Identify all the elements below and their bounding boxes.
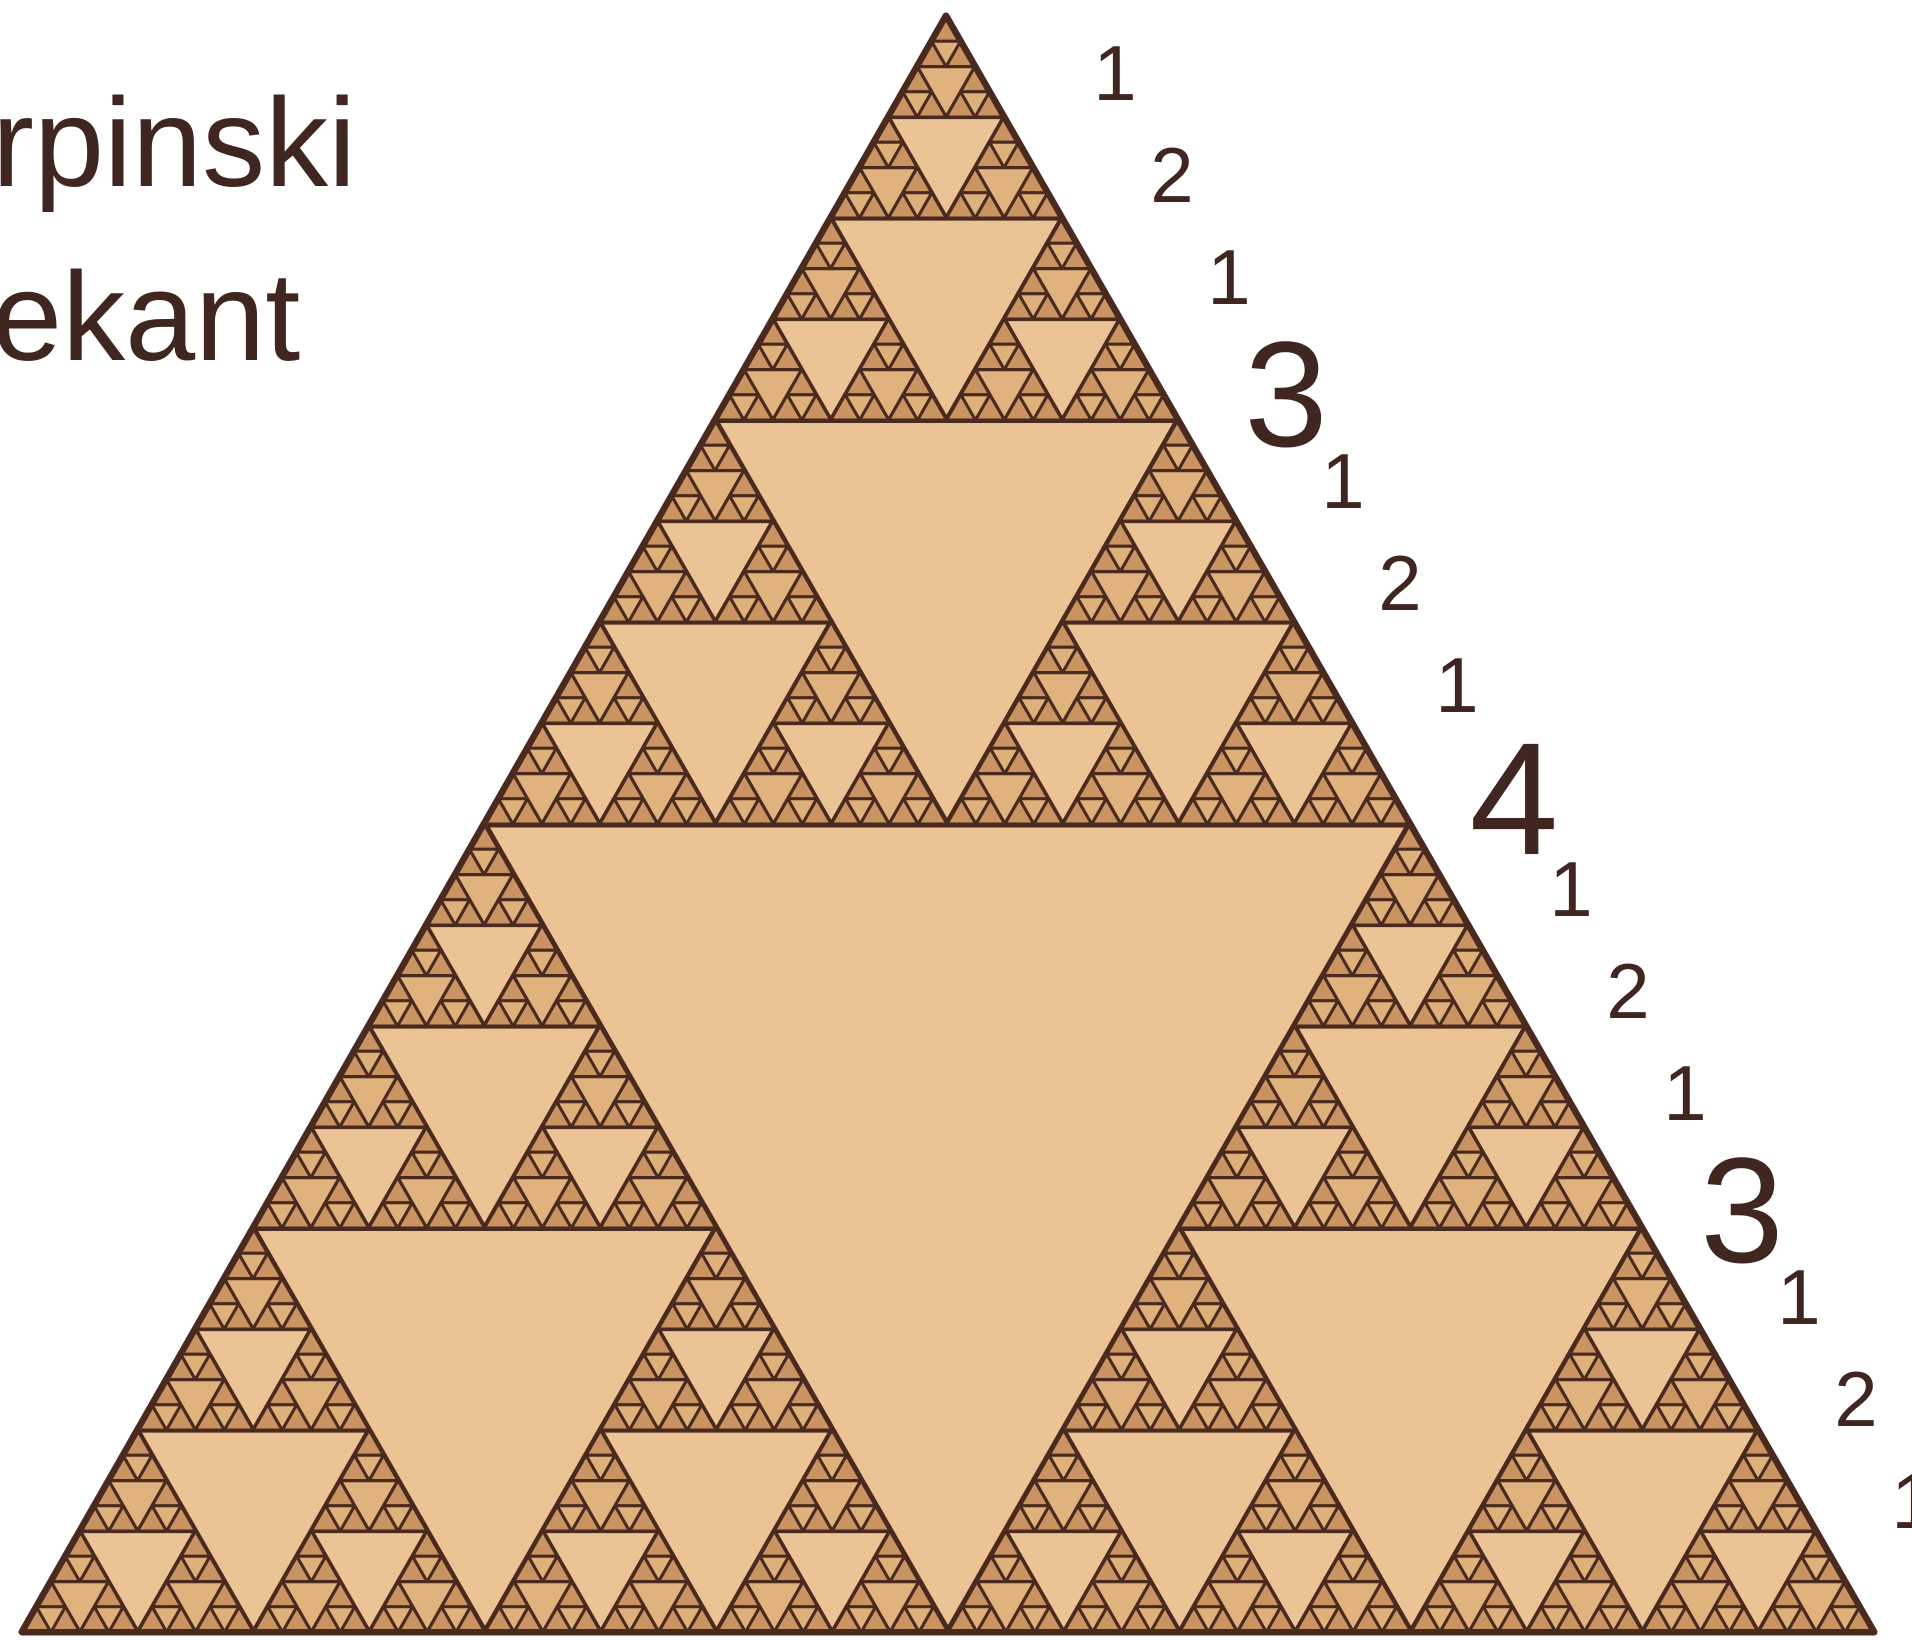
side-label: 1 [1891,1457,1912,1545]
side-label: 1 [1207,233,1250,321]
side-label: 1 [1093,29,1136,117]
side-label: 1 [1777,1253,1820,1341]
side-label: 4 [1470,709,1559,888]
side-label: 3 [1244,310,1327,478]
side-label: 2 [1150,131,1193,219]
title-line-1: rpinski [0,72,356,213]
title-line-2: ekant [0,246,300,387]
side-label: 1 [1321,437,1364,525]
side-label: 3 [1700,1126,1783,1294]
side-label: 2 [1378,539,1421,627]
side-label: 1 [1663,1049,1706,1137]
title: rpinski ekant [0,72,356,387]
side-label: 1 [1549,845,1592,933]
side-label: 2 [1606,947,1649,1035]
side-label: 2 [1834,1355,1877,1443]
